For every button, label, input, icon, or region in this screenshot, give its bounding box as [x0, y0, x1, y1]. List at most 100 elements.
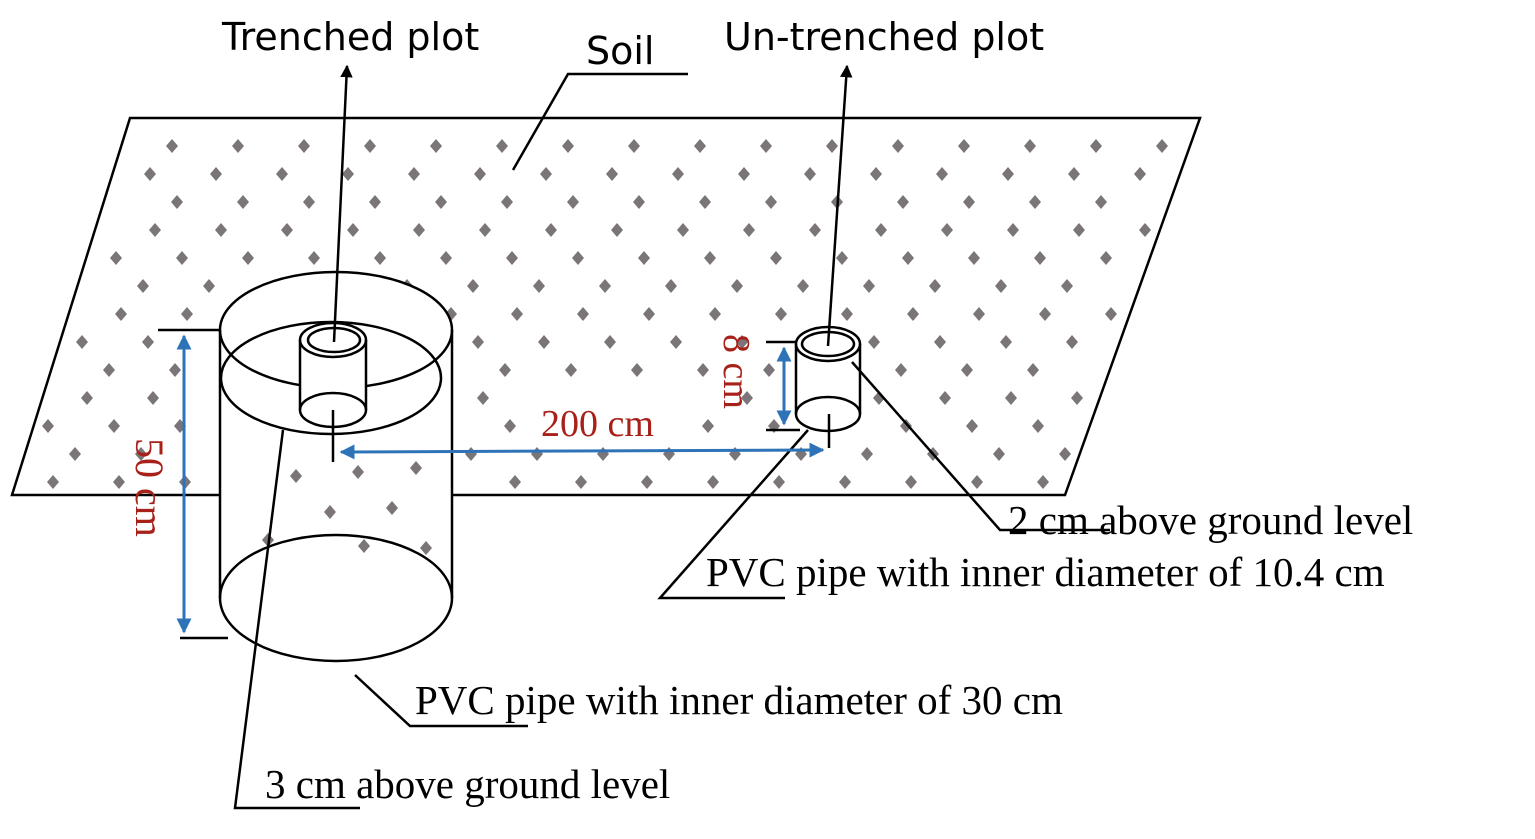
soil-dot: [232, 139, 244, 153]
soil-dot: [435, 195, 447, 209]
depth-50cm-label: 50 cm: [127, 438, 172, 537]
pvc-pipe-30cm-text: pipe with inner diameter of 30 cm: [495, 677, 1063, 723]
soil-dot: [465, 447, 477, 461]
soil-dot: [839, 475, 851, 489]
soil-dot: [694, 139, 706, 153]
soil-dot: [540, 167, 552, 181]
soil-dot: [961, 363, 973, 377]
leader-3cm-above: [233, 429, 360, 810]
soil-dot: [1039, 307, 1051, 321]
soil-dot: [531, 447, 543, 461]
soil-dot: [369, 195, 381, 209]
soil-dot: [770, 251, 782, 265]
soil-dot: [135, 447, 147, 461]
untrenched-plot-pointer: [826, 64, 853, 347]
soil-dot: [538, 335, 550, 349]
pvc-pipe-30cm-label: PVC pipe with inner diameter of 30 cm: [415, 677, 1063, 723]
soil-dot: [290, 469, 302, 483]
soil-dot: [1027, 363, 1039, 377]
trenched-plot-pointer: [332, 64, 353, 343]
soil-dot: [276, 167, 288, 181]
soil-dot: [966, 419, 978, 433]
soil-dot: [1024, 139, 1036, 153]
soil-dot: [474, 167, 486, 181]
soil-dot: [741, 391, 753, 405]
soil-dot: [895, 363, 907, 377]
soil-dot: [1100, 251, 1112, 265]
soil-dot: [697, 363, 709, 377]
soil-dot: [572, 251, 584, 265]
soil-dot: [509, 475, 521, 489]
soil-dot: [968, 251, 980, 265]
soil-dot: [1007, 223, 1019, 237]
soil-dot: [1066, 335, 1078, 349]
soil-dot: [504, 419, 516, 433]
soil-dot: [670, 335, 682, 349]
soil-dot: [763, 363, 775, 377]
soil-dot: [1061, 279, 1073, 293]
soil-dot: [575, 475, 587, 489]
leader-2cm-above: [851, 361, 1110, 532]
soil-dot: [902, 251, 914, 265]
above-ground-2cm-text: above ground level: [1089, 497, 1413, 543]
soil-dot: [993, 447, 1005, 461]
soil-dot: [430, 139, 442, 153]
soil-dot: [1156, 139, 1168, 153]
soil-dot: [826, 139, 838, 153]
soil-dot: [875, 223, 887, 237]
soil-dot: [69, 447, 81, 461]
soil-dot: [308, 251, 320, 265]
soil-dot: [1005, 391, 1017, 405]
soil-dot: [237, 195, 249, 209]
soil-dot: [995, 279, 1007, 293]
soil-dot: [599, 279, 611, 293]
soil-dot: [81, 391, 93, 405]
soil-leader: [511, 72, 688, 171]
soil-dot: [606, 167, 618, 181]
soil-dot: [633, 195, 645, 209]
soil-dot: [797, 279, 809, 293]
soil-dot: [408, 167, 420, 181]
soil-dot: [281, 223, 293, 237]
soil-dot: [1073, 223, 1085, 237]
soil-dot: [699, 195, 711, 209]
soil-dot: [242, 251, 254, 265]
soil-dot: [477, 391, 489, 405]
soil-dot: [738, 167, 750, 181]
soil-dot: [1034, 251, 1046, 265]
soil-dot: [298, 139, 310, 153]
soil-dot: [665, 279, 677, 293]
pvc-pipe-10-4cm-prefix: PVC: [706, 549, 786, 595]
soil-dot: [496, 139, 508, 153]
soil-dot: [870, 167, 882, 181]
soil-dot: [115, 307, 127, 321]
above-ground-2cm-value: 2 cm: [1008, 497, 1089, 543]
soil-dot: [672, 167, 684, 181]
soil-dot: [113, 475, 125, 489]
soil-dot: [565, 363, 577, 377]
soil-dot: [533, 279, 545, 293]
soil-dot: [467, 279, 479, 293]
soil-dot: [181, 307, 193, 321]
soil-dot: [760, 139, 772, 153]
leader-pipe-30: [354, 674, 528, 728]
soil-dot: [1002, 167, 1014, 181]
soil-dot: [149, 223, 161, 237]
soil-dot: [169, 363, 181, 377]
soil-dot: [1059, 447, 1071, 461]
soil-dot: [374, 251, 386, 265]
soil-dot: [501, 195, 513, 209]
soil-dot: [364, 139, 376, 153]
soil-dot: [861, 447, 873, 461]
soil-label: Soil: [586, 29, 655, 73]
soil-dot: [511, 307, 523, 321]
above-ground-3cm-value: 3 cm: [265, 761, 346, 807]
above-ground-3cm-text: above ground level: [346, 761, 670, 807]
soil-dot: [147, 391, 159, 405]
soil-dot: [941, 223, 953, 237]
soil-dot: [358, 539, 370, 553]
soil-dot: [47, 475, 59, 489]
soil-dot: [939, 391, 951, 405]
dimension-arrow-200cm: [339, 442, 825, 460]
